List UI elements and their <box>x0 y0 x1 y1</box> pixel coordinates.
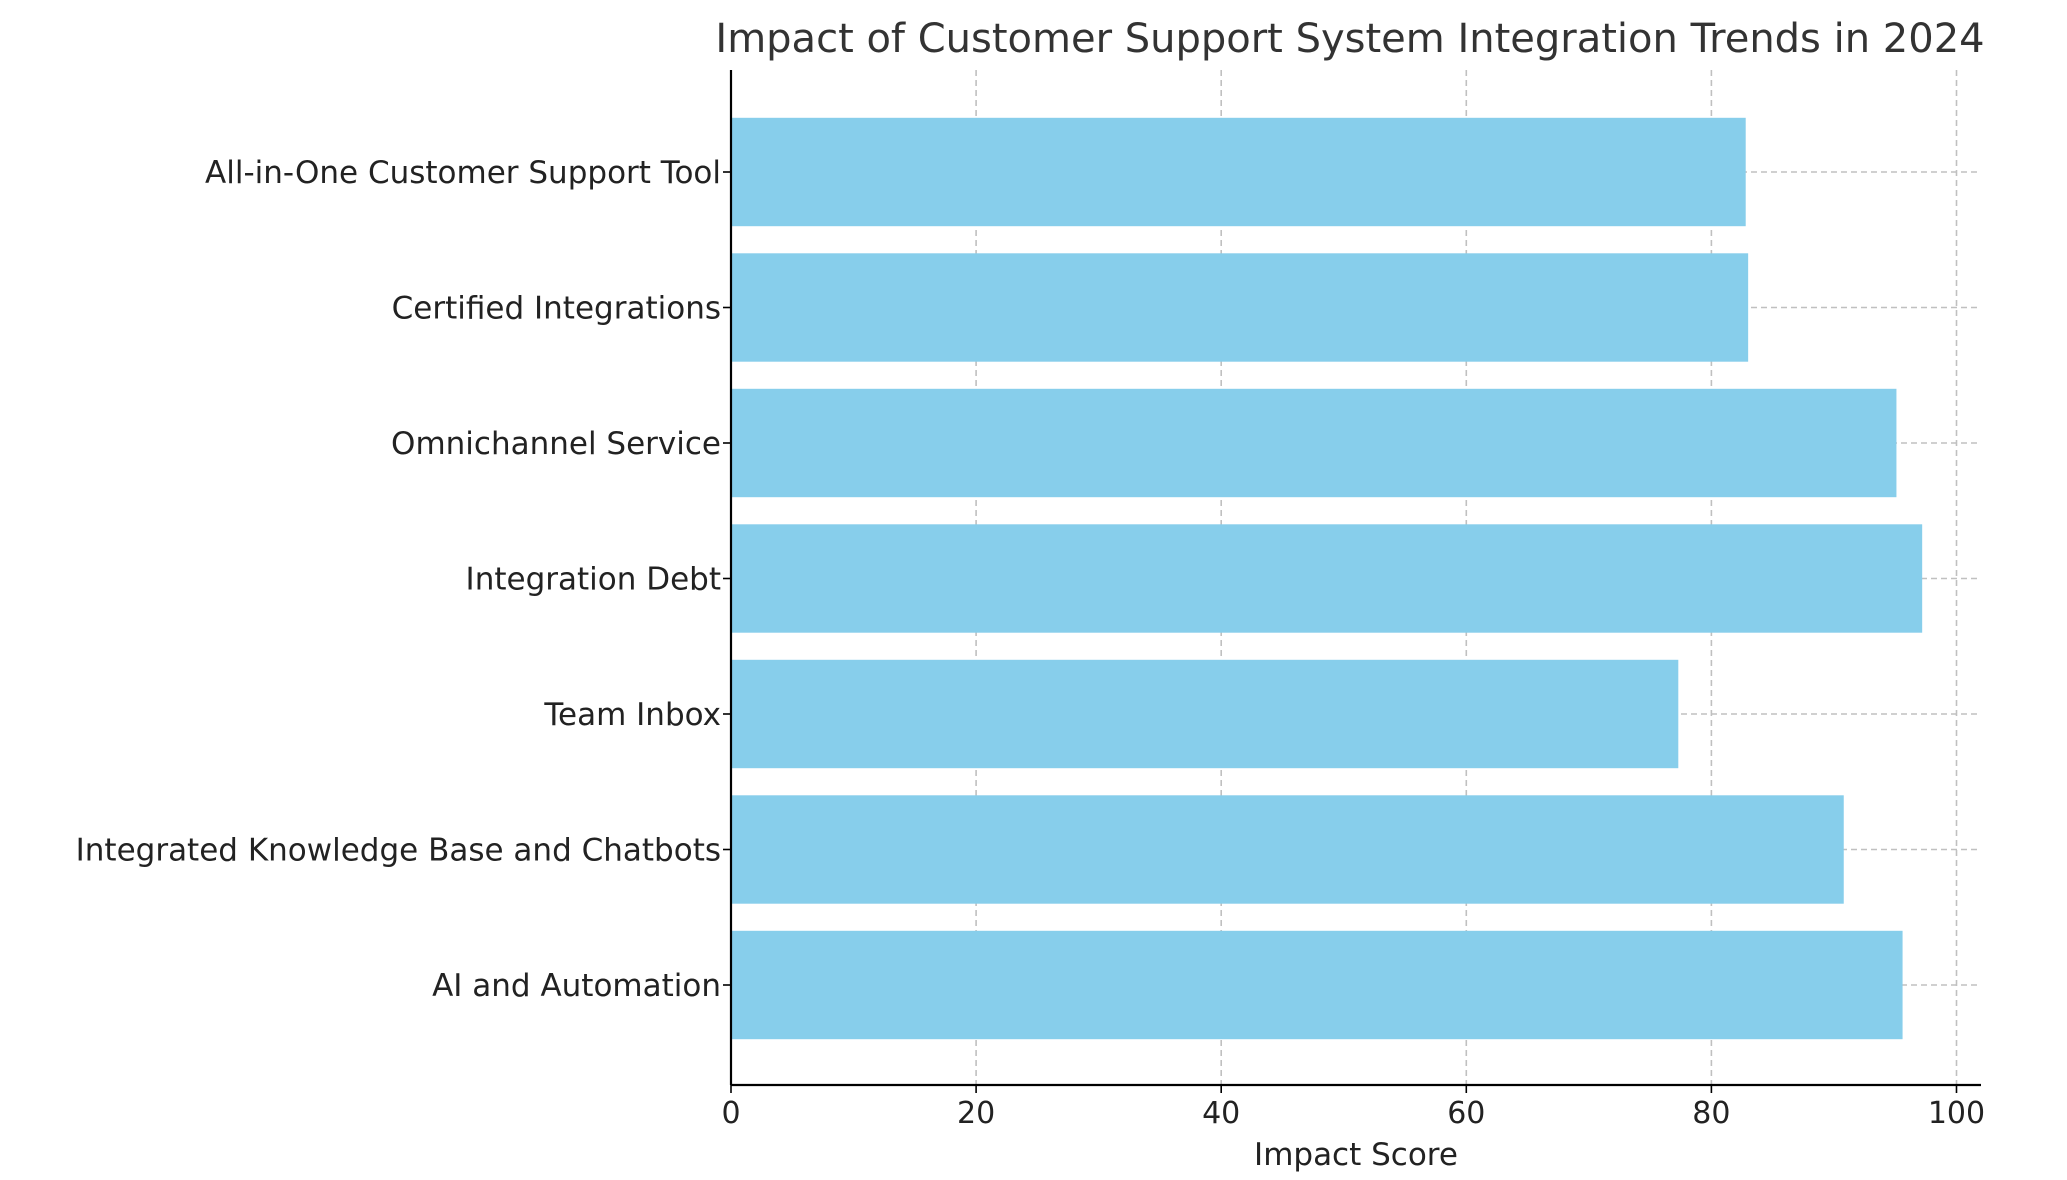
x-tick-label: 60 <box>1447 1096 1485 1131</box>
bar <box>731 795 1844 904</box>
x-tick-label: 0 <box>721 1096 740 1131</box>
category-label: Omnichannel Service <box>391 426 721 462</box>
bar <box>731 117 1746 227</box>
x-axis-label: Impact Score <box>1254 1137 1458 1173</box>
bar <box>731 524 1923 633</box>
bar <box>731 388 1897 498</box>
bar <box>731 659 1679 769</box>
category-label: AI and Automation <box>432 968 721 1004</box>
x-tick-label: 80 <box>1692 1096 1730 1131</box>
bar <box>731 930 1903 1040</box>
category-label: Certified Integrations <box>392 291 721 327</box>
axes <box>729 70 1981 1087</box>
x-tick-label: 100 <box>1928 1096 1985 1131</box>
tick-labels: 0 20 40 60 80 100 AI and Automation Integrated … <box>76 155 1985 1131</box>
x-tick-label: 40 <box>1202 1096 1240 1131</box>
chart-title: Impact of Customer Support System Integr… <box>715 16 1984 62</box>
bars <box>731 117 1923 1040</box>
category-label: Integrated Knowledge Base and Chatbots <box>76 833 721 869</box>
bar <box>731 253 1749 362</box>
x-tick-label: 20 <box>957 1096 995 1131</box>
category-label: Integration Debt <box>466 562 721 598</box>
category-label: All-in-One Customer Support Tool <box>205 155 721 191</box>
category-label: Team Inbox <box>543 697 721 733</box>
